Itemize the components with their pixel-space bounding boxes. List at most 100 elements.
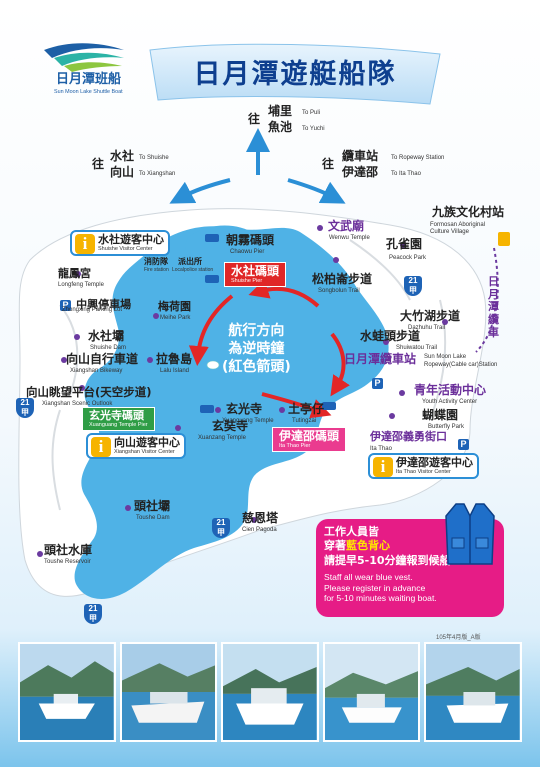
police-station: 派出所 (178, 257, 202, 266)
shuishe-boat-icon (205, 275, 219, 283)
xiangshan-bikeway: 向山自行車道 (66, 352, 139, 366)
ithao-visitor-center: i 伊達邵遊客中心 Ita Thao Visitor Center (368, 453, 479, 480)
peacock-park: 孔雀園 (386, 237, 423, 251)
blue-vest-icon (445, 503, 495, 565)
shuiwatou-trail: 水蛙頭步道 (360, 329, 421, 343)
dir-prefix-ropeway: 往 (322, 157, 335, 171)
xiangshan-outlook-en: Xiangshan Scenic Outlook (42, 401, 113, 407)
wenwu-temple: 文武廟 (328, 219, 365, 233)
shuishe-dam-en: Shuishe Dam (90, 345, 127, 351)
edition-note: 105年4月版_A版 (436, 635, 481, 641)
notice-zh-1: 工作人員皆 (324, 525, 379, 538)
roads (51, 239, 447, 511)
police-station-en: Localpolice station (172, 267, 214, 273)
ithao-pier: 伊達邵碼頭 Ita Thao Pier (272, 427, 347, 453)
formosan-station-en2: Culture Village (430, 229, 469, 235)
tutingzai-en: Tutingzai (292, 418, 317, 424)
ropeway-line-label: 日月潭纜車 (488, 275, 499, 339)
cien-pagoda: 慈恩塔 (242, 511, 279, 525)
notice-zh-2: 穿著藍色背心 (324, 539, 390, 553)
logo-name: 日月潭班船 (56, 72, 122, 87)
chaowu-boat-icon (205, 234, 219, 242)
ithao-parking: P (458, 432, 469, 451)
xuanguang-temple-en: Xuanguang Temple (222, 418, 274, 424)
formosan-station: 九族文化村站 (432, 205, 505, 219)
boat-photo-2 (119, 642, 218, 742)
xuanzang-temple-en: Xuanzang Temple (198, 435, 246, 441)
xiangshan-visitor-center: i 向山遊客中心 Xiangshan Visitor Center (86, 433, 186, 460)
boat-photo-1 (18, 642, 116, 742)
ropeway-parking: P (372, 371, 383, 390)
notice-zh-3: 請提早5-10分鐘報到候船 (324, 553, 451, 567)
parking-icon: P (458, 439, 469, 450)
xuanzang-temple: 玄奘寺 (212, 419, 249, 433)
dir-ithao-en: To Ita Thao (391, 171, 421, 177)
shuishe-visitor-center: i 水社遊客中心 Shuishe Visitor Center (70, 230, 170, 257)
route-arrow-3 (261, 392, 332, 419)
route-arrow-4 (330, 332, 350, 397)
xiangshan-outlook: 向山眺望平台(天空步道) (26, 385, 152, 399)
parking-icon: P (60, 300, 71, 311)
formosan-station-en1: Formosan Aboriginal (430, 222, 486, 228)
ropeway-cabin-icon (498, 232, 510, 246)
meihe-park-en: Meihe Park (160, 315, 191, 321)
meihe-park: 梅荷園 (158, 300, 191, 313)
butterfly-park-en: Butterfly Park (428, 424, 465, 430)
longfeng-temple: 龍鳳宮 (58, 267, 91, 280)
toushe-reservoir-en: Toushe Reservoir (44, 559, 91, 565)
dir-ithao: 伊達邵 (342, 165, 379, 179)
fire-station: 消防隊 (144, 257, 168, 266)
route-arrow-1 (248, 279, 320, 308)
zhongxing-parking: P 中興停車場 (60, 293, 131, 312)
shuishe-dam: 水社壩 (88, 329, 125, 343)
songbolun-trail: 松柏崙步道 (312, 272, 373, 286)
toushe-dam-en: Toushe Dam (136, 515, 170, 521)
youth-activity-center: 青年活動中心 (414, 383, 487, 397)
dir-yuchi-en: To Yuchi (302, 126, 325, 132)
xuanguang-temple: 玄光寺 (226, 402, 263, 416)
dir-puli-en: To Puli (302, 110, 321, 116)
ithao-street-en: Ita Thao (370, 446, 392, 452)
logo-mark (44, 43, 124, 72)
logo-name-en: Sun Moon Lake Shuttle Boat (54, 89, 123, 95)
ropeway-line (475, 247, 499, 353)
dir-yuchi: 魚池 (268, 120, 293, 134)
butterfly-park: 蝴蝶園 (422, 408, 459, 422)
toushe-dam: 頭社壩 (134, 499, 171, 513)
dazhuhu-trail-en: Dazhuhu Trail (408, 325, 446, 331)
lalu-island-en: Lalu Island (160, 368, 190, 374)
toushe-reservoir: 頭社水庫 (44, 543, 93, 557)
info-icon: i (75, 234, 95, 254)
dir-ropeway: 纜車站 (342, 149, 379, 163)
notice-en-3: for 5-10 minutes waiting boat. (324, 593, 437, 604)
shuiwatou-trail-en: Shuiwatou Trail (396, 345, 438, 351)
tutingzai: 土亭仔 (288, 402, 325, 416)
route-direction-note: 航行方向 為逆時鐘 (紅色箭頭) (222, 323, 291, 376)
title-banner (149, 43, 441, 105)
boat-photo-3 (221, 642, 319, 742)
lalu-island: 拉魯島 (156, 352, 193, 366)
dir-prefix-shuishe: 往 (92, 157, 105, 171)
notice-en-1: Staff all wear blue vest. (324, 571, 413, 582)
ithao-street: 伊達邵義勇街口 (370, 430, 447, 443)
dir-xiangshan: 向山 (110, 165, 135, 179)
fire-station-en: Fire station (144, 267, 169, 273)
ropeway-station-en1: Sun Moon Lake (424, 354, 467, 360)
boat-photo-5 (424, 642, 522, 742)
dazhuhu-trail: 大竹湖步道 (400, 309, 461, 323)
lake-shape (74, 226, 389, 599)
parking-icon: P (372, 378, 383, 389)
info-icon: i (91, 437, 111, 457)
boat-photo-4 (322, 642, 421, 742)
xuanguang-boat-icon (200, 405, 214, 413)
chaowu-pier-en: Chaowu Pier (230, 249, 265, 255)
xiangshan-bikeway-en: Xiangshan Bikeway (70, 368, 123, 374)
arrow-to-ropeway (287, 178, 346, 204)
dir-prefix-puli: 往 (248, 112, 261, 126)
shuishe-pier: 水社碼頭 Shuishe Pier (224, 262, 287, 288)
dir-ropeway-en: To Ropeway Station (391, 155, 445, 161)
